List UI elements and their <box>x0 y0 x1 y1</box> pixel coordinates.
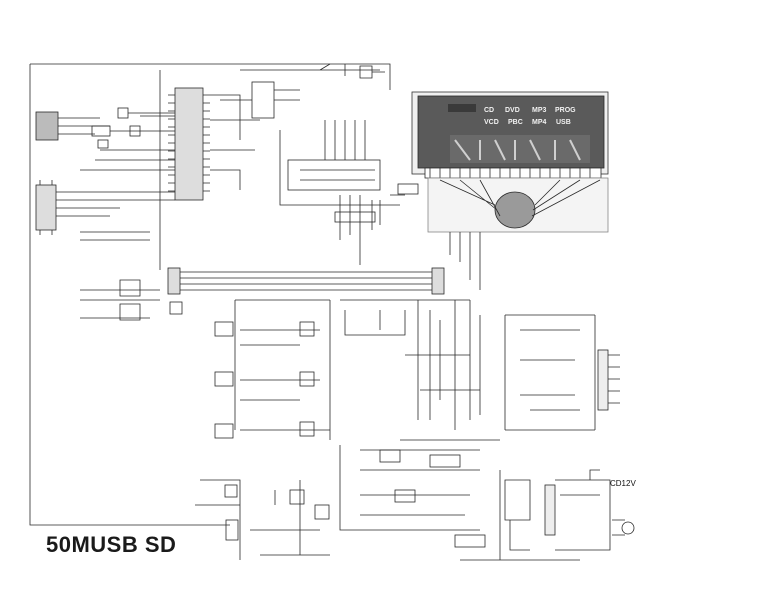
power-transformer <box>544 484 556 536</box>
vfd-seg-8: USB <box>556 119 571 126</box>
vfd-seg-7: MP4 <box>532 119 547 126</box>
vfd-segments: CD DVD MP3 PROG VCD PBC MP4 USB <box>448 104 590 163</box>
vfd-seg-1: CD <box>484 107 494 114</box>
vfd-seg-4: PROG <box>555 107 576 114</box>
power-plug <box>621 521 635 535</box>
vfd-seg-5: VCD <box>484 119 499 126</box>
connector-left-top <box>35 111 59 141</box>
vfd-seg-3: MP3 <box>532 107 547 114</box>
display-connector <box>287 159 381 191</box>
board-outline <box>29 63 391 526</box>
main-ic <box>174 87 204 201</box>
control-knob <box>494 191 536 229</box>
model-label: 50MUSB SD <box>46 532 177 557</box>
power-supply-label: CD12V <box>610 479 636 488</box>
connector-left <box>35 184 57 231</box>
vfd-seg-2: DVD <box>505 107 520 114</box>
vfd-seg-6: PBC <box>508 119 523 126</box>
